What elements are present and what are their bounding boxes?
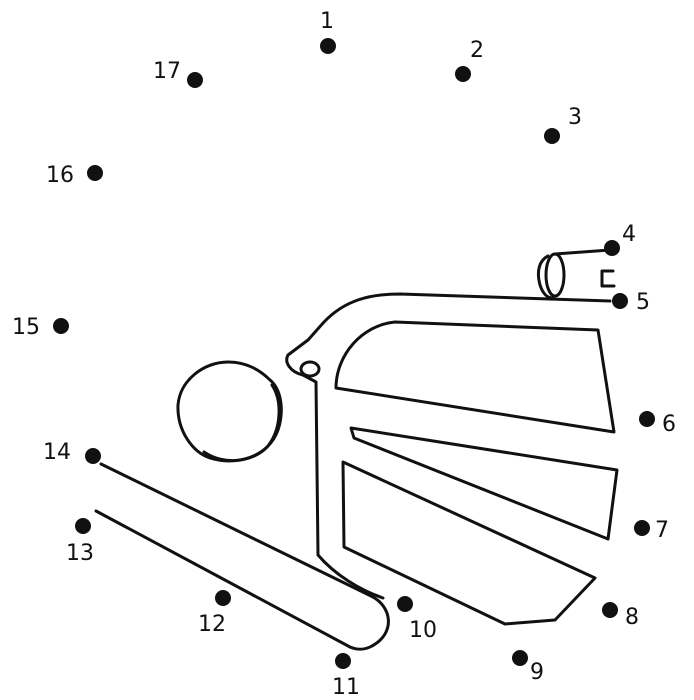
dot-number-label: 12 <box>198 612 226 637</box>
dot-3: 3 <box>544 105 582 144</box>
dot-marker <box>85 448 101 464</box>
dot-number-label: 5 <box>636 290 650 315</box>
dot-11: 11 <box>332 653 360 700</box>
cylinder-top-line <box>553 248 612 256</box>
dot-13: 13 <box>66 518 94 566</box>
dot-7: 7 <box>634 518 669 543</box>
dot-number-label: 6 <box>662 412 676 437</box>
dot-marker <box>320 38 336 54</box>
dot-number-label: 1 <box>320 9 334 34</box>
ring <box>299 360 321 378</box>
dot-marker <box>87 165 103 181</box>
dot-4: 4 <box>604 222 636 256</box>
dot-number-label: 8 <box>625 605 639 630</box>
dot-number-label: 16 <box>46 163 74 188</box>
dot-marker <box>397 596 413 612</box>
dot-6: 6 <box>639 411 676 437</box>
dot-number-label: 7 <box>655 518 669 543</box>
dot-marker <box>634 520 650 536</box>
upper-panel <box>334 320 616 434</box>
dot-17: 17 <box>153 59 203 88</box>
dot-number-label: 10 <box>409 618 437 643</box>
dot-9: 9 <box>512 650 544 685</box>
round-blob-rim <box>202 383 281 463</box>
cylinder-body <box>536 254 555 300</box>
dot-number-label: 9 <box>530 660 544 685</box>
small-bracket-mark <box>600 269 616 288</box>
dot-number-label: 17 <box>153 59 181 84</box>
dot-marker <box>512 650 528 666</box>
dot-marker <box>215 590 231 606</box>
dot-number-label: 2 <box>470 38 484 63</box>
middle-panel <box>349 426 619 541</box>
dot-number-label: 3 <box>568 105 582 130</box>
dot-marker <box>455 66 471 82</box>
dot-number-label: 4 <box>622 222 636 247</box>
round-blob <box>176 360 283 463</box>
dot-number-label: 15 <box>12 315 40 340</box>
dot-1: 1 <box>320 9 336 54</box>
dot-marker <box>335 653 351 669</box>
diagonal-bar <box>94 462 390 651</box>
body-outline <box>285 292 612 600</box>
dot-marker <box>53 318 69 334</box>
dot-number-label: 13 <box>66 541 94 566</box>
dot-5: 5 <box>612 290 650 315</box>
dot-number-label: 11 <box>332 675 360 700</box>
dot-16: 16 <box>46 163 103 188</box>
dot-marker <box>187 72 203 88</box>
dot-14: 14 <box>43 440 101 465</box>
lower-panel <box>341 460 597 626</box>
dot-marker <box>75 518 91 534</box>
dot-marker <box>544 128 560 144</box>
line-art <box>94 248 619 651</box>
dot-number-label: 14 <box>43 440 71 465</box>
dot-8: 8 <box>602 602 639 630</box>
dot-12: 12 <box>198 590 231 637</box>
dot-marker <box>639 411 655 427</box>
dot-marker <box>602 602 618 618</box>
cylinder-front <box>544 252 566 298</box>
dot-15: 15 <box>12 315 69 340</box>
dot-marker <box>612 293 628 309</box>
dot-10: 10 <box>397 596 437 643</box>
dot-marker <box>604 240 620 256</box>
dot-2: 2 <box>455 38 484 82</box>
